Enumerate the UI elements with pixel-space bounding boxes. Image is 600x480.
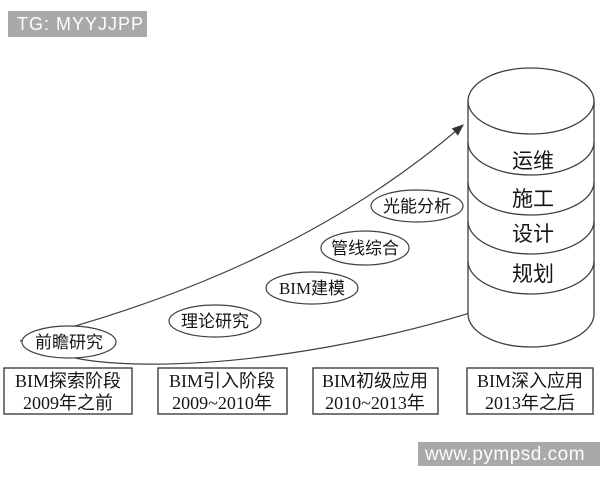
baseline-curve-arrow [31, 295, 522, 365]
phase-ellipse-shape [168, 304, 262, 338]
cylinder-layer-label: 设计 [512, 222, 554, 246]
badge-text: TG: MYYJJPP [17, 14, 144, 34]
cylinder-body-fill [468, 101, 594, 347]
stage-box-shape [312, 367, 439, 415]
watermark: www.pympsd.com [418, 442, 600, 466]
phase-label: 管线综合 [331, 239, 399, 258]
phase-ellipse-shape [320, 230, 410, 266]
phase-ellipse-guangneng: 光能分析 [370, 189, 464, 223]
cylinder-separator-4 [467, 260, 595, 295]
stage-title: BIM探索阶段 [15, 371, 121, 391]
cylinder-separator-1 [467, 141, 595, 176]
cylinder-layer-label: 规划 [512, 262, 554, 286]
phase-ellipse-bim-jianmo: BIM建模 [265, 271, 359, 305]
cylinder-layer-label: 运维 [512, 149, 554, 173]
badge-background [8, 11, 147, 37]
stage-box-shape [3, 367, 133, 415]
cylinder-layer-label: 施工 [512, 187, 554, 211]
cylinder-separator-3 [467, 220, 595, 255]
phase-label: 理论研究 [181, 312, 249, 331]
stage-box-3: BIM初级应用 2010~2013年 [312, 367, 439, 415]
cylinder-bottom [467, 313, 595, 348]
phase-label: 光能分析 [383, 197, 451, 216]
phase-ellipse-lilun: 理论研究 [168, 304, 262, 338]
stage-period: 2010~2013年 [325, 393, 425, 413]
watermark-background [418, 442, 600, 466]
phase-ellipse-guanxian: 管线综合 [320, 230, 410, 266]
stage-period: 2013年之后 [485, 393, 575, 413]
stage-box-shape [466, 367, 594, 415]
phase-ellipse-shape [370, 189, 464, 223]
phase-ellipse-qianzhan: 前瞻研究 [21, 325, 117, 359]
stage-period: 2009~2010年 [172, 393, 272, 413]
cylinder-separator-2 [467, 181, 595, 216]
stage-box-shape [157, 367, 288, 415]
stage-title: BIM初级应用 [322, 371, 428, 391]
stage-box-1: BIM探索阶段 2009年之前 [3, 367, 133, 415]
phase-label: BIM建模 [279, 279, 345, 298]
stage-period: 2009年之前 [23, 393, 113, 413]
watermark-text: www.pympsd.com [424, 444, 585, 465]
stage-title: BIM引入阶段 [169, 371, 275, 391]
bim-platform-cylinder: 运维 施工 设计 规划 [467, 67, 595, 348]
growth-curve-arrow [19, 124, 464, 342]
stage-title: BIM深入应用 [477, 371, 583, 391]
stage-box-2: BIM引入阶段 2009~2010年 [157, 367, 288, 415]
corner-badge: TG: MYYJJPP [8, 11, 147, 37]
stage-box-4: BIM深入应用 2013年之后 [466, 367, 594, 415]
phase-ellipse-shape [265, 271, 359, 305]
phase-ellipse-shape [21, 325, 117, 359]
phase-label: 前瞻研究 [35, 333, 103, 352]
